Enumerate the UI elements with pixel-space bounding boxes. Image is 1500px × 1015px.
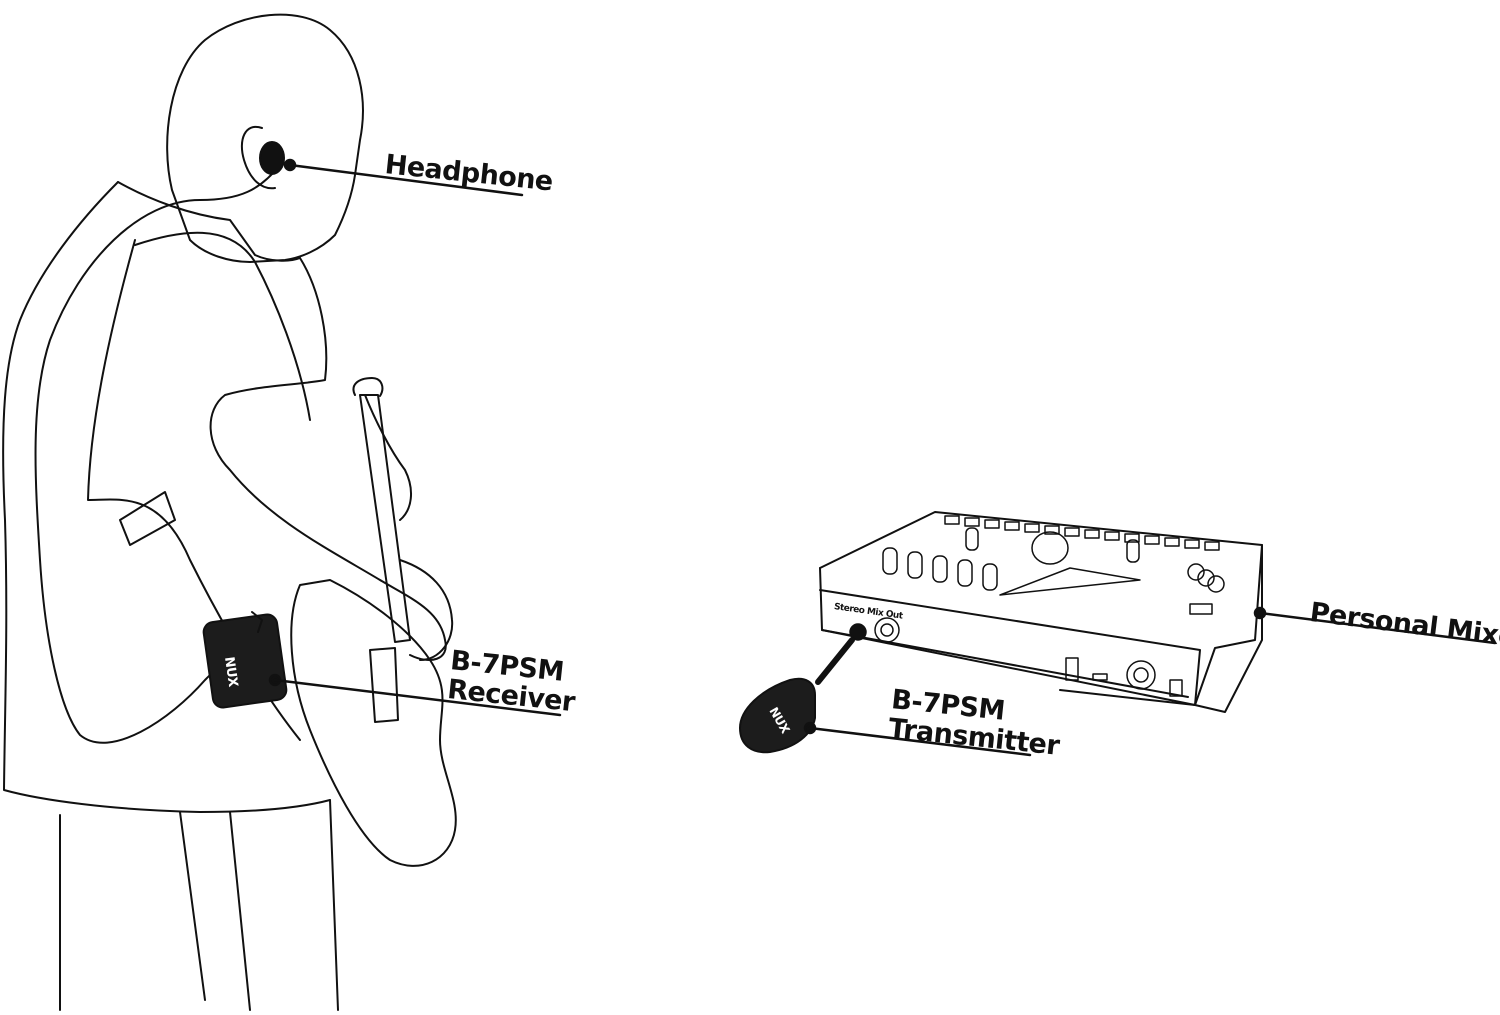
pickup — [369, 647, 399, 723]
mixer-jacks — [849, 617, 1183, 697]
transmitter-device — [739, 677, 816, 754]
earphone-icon — [259, 141, 285, 175]
receiver-label: B-7PSM Receiver — [446, 645, 579, 718]
mixer-buttons — [944, 515, 1220, 551]
guitar-neck — [359, 394, 411, 643]
headstock — [352, 377, 384, 397]
receiver-leader — [273, 678, 562, 717]
arm — [209, 257, 447, 661]
personal-mixer — [815, 511, 1263, 713]
collar — [117, 181, 301, 262]
hand — [364, 394, 412, 521]
receiver-logo-text: NUX — [221, 655, 241, 688]
receiver-logo: NUX — [221, 655, 241, 688]
mixer-leader — [1258, 611, 1497, 645]
strap-band — [119, 491, 176, 546]
transmitter-plug — [815, 637, 855, 685]
torso — [2, 181, 331, 813]
headphone-leader — [288, 163, 524, 197]
headphone-cable — [34, 164, 281, 744]
leader-lines — [268, 158, 1497, 757]
ear — [240, 125, 276, 190]
head — [166, 13, 364, 263]
hand-lower — [399, 559, 454, 661]
shirt-back — [134, 231, 311, 421]
transmitter-leader — [808, 726, 1032, 757]
jeans — [59, 799, 339, 1011]
mixer-knobs — [882, 527, 1140, 591]
receiver-device — [202, 611, 288, 709]
guitar-body — [290, 579, 457, 867]
pocket — [179, 811, 206, 1001]
